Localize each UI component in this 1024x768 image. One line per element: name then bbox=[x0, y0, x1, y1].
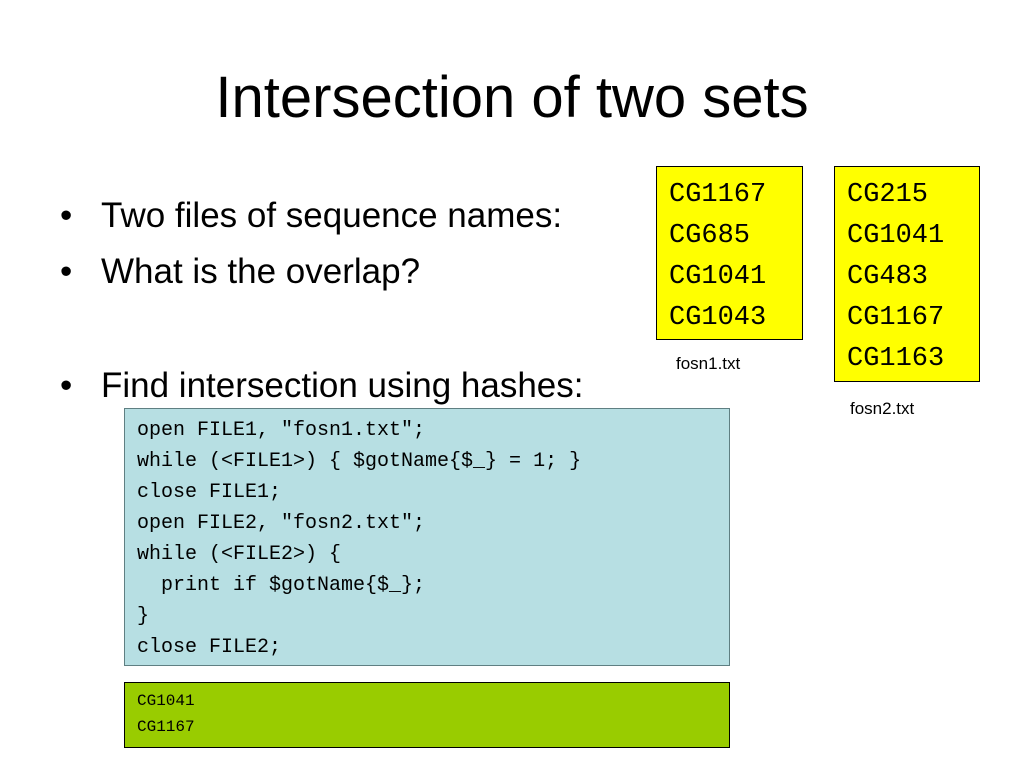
file-line: CG215 bbox=[847, 180, 929, 210]
bullet-marker: • bbox=[60, 366, 73, 405]
output-line: CG1041 bbox=[137, 692, 195, 710]
bullet-text: Two files of sequence names: bbox=[101, 196, 563, 235]
file-caption-fosn1: fosn1.txt bbox=[676, 354, 741, 373]
bullet-item-overlap: • What is the overlap? bbox=[60, 244, 584, 300]
file-contents-box-fosn2: CG215 CG1041 CG483 CG1167 CG1163 bbox=[834, 166, 980, 382]
file-line: CG1163 bbox=[847, 344, 945, 374]
file-line: CG1041 bbox=[669, 262, 767, 292]
bullet-text: Find intersection using hashes: bbox=[101, 366, 584, 405]
bullet-marker: • bbox=[60, 252, 73, 291]
output-box: CG1041 CG1167 bbox=[124, 682, 730, 748]
bullet-item-files: • Two files of sequence names: bbox=[60, 188, 584, 244]
perl-code-box: open FILE1, "fosn1.txt"; while (<FILE1>)… bbox=[124, 408, 730, 666]
code-line: while (<FILE2>) { bbox=[137, 543, 342, 566]
code-line: } bbox=[137, 605, 150, 628]
file-line: CG483 bbox=[847, 262, 929, 292]
file-line: CG1167 bbox=[669, 180, 767, 210]
file-line: CG1041 bbox=[847, 221, 945, 251]
bullet-text: What is the overlap? bbox=[101, 252, 421, 291]
bullet-marker: • bbox=[60, 196, 73, 235]
code-line: close FILE1; bbox=[137, 481, 282, 504]
output-line: CG1167 bbox=[137, 718, 195, 736]
bullet-list: • Two files of sequence names: • What is… bbox=[60, 188, 584, 414]
code-line: while (<FILE1>) { $gotName{$_} = 1; } bbox=[137, 450, 582, 473]
code-line: print if $gotName{$_}; bbox=[137, 574, 426, 597]
file-line: CG1167 bbox=[847, 303, 945, 333]
code-line: close FILE2; bbox=[137, 636, 282, 659]
file-line: CG1043 bbox=[669, 303, 767, 333]
slide-title: Intersection of two sets bbox=[215, 65, 809, 130]
file-caption-fosn2: fosn2.txt bbox=[850, 399, 915, 418]
code-line: open FILE1, "fosn1.txt"; bbox=[137, 419, 426, 442]
code-line: open FILE2, "fosn2.txt"; bbox=[137, 512, 426, 535]
file-contents-box-fosn1: CG1167 CG685 CG1041 CG1043 bbox=[656, 166, 803, 340]
file-line: CG685 bbox=[669, 221, 751, 251]
bullet-item-hashes: • Find intersection using hashes: bbox=[60, 358, 584, 414]
